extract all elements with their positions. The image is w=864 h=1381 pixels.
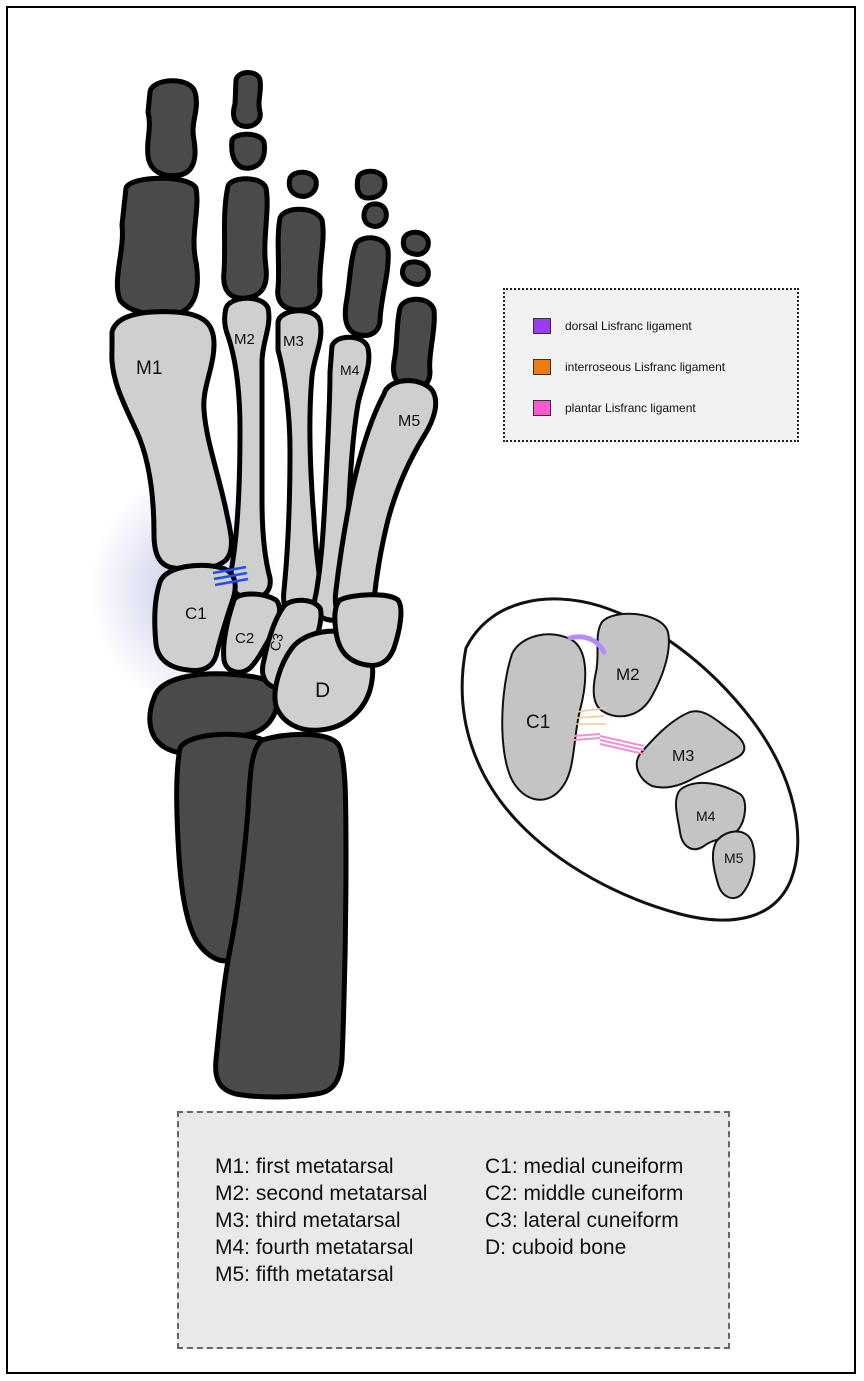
metatarsal-3 <box>278 311 322 619</box>
phalanx-2-middle <box>232 134 265 168</box>
legend-label-plantar: plantar Lisfranc ligament <box>565 401 696 415</box>
key-column-metatarsals: M1: first metatarsal M2: second metatars… <box>215 1153 427 1288</box>
abbreviation-key: M1: first metatarsal M2: second metatars… <box>177 1111 730 1349</box>
phalanx-2-proximal <box>224 179 267 299</box>
key-entry-m2: M2: second metatarsal <box>215 1180 427 1207</box>
legend-label-interosseous: interroseous Lisfranc ligament <box>565 360 725 374</box>
xs-label-m4: M4 <box>696 808 716 824</box>
label-c2: C2 <box>235 630 254 647</box>
key-entry-m4: M4: fourth metatarsal <box>215 1234 427 1261</box>
key-column-tarsals: C1: medial cuneiform C2: middle cuneifor… <box>485 1153 683 1261</box>
xs-label-m5: M5 <box>724 850 744 866</box>
phalanx-hallux-distal <box>148 81 197 176</box>
key-entry-c2: C2: middle cuneiform <box>485 1180 683 1207</box>
legend-label-dorsal: dorsal Lisfranc ligament <box>565 319 692 333</box>
metatarsal-4-5-base <box>335 595 401 666</box>
label-c1: C1 <box>185 604 207 623</box>
phalanx-4-distal <box>357 171 385 198</box>
phalanx-5-middle <box>402 262 428 284</box>
key-entry-c1: C1: medial cuneiform <box>485 1153 683 1180</box>
legend-item-interosseous: interroseous Lisfranc ligament <box>533 359 725 375</box>
phalanx-3-proximal <box>278 209 323 310</box>
key-entry-m3: M3: third metatarsal <box>215 1207 427 1234</box>
legend-swatch-interosseous <box>533 359 551 375</box>
label-m4: M4 <box>340 362 360 378</box>
xs-label-m3: M3 <box>672 748 694 765</box>
ligament-legend: dorsal Lisfranc ligament interroseous Li… <box>503 288 799 442</box>
label-m5: M5 <box>398 413 420 430</box>
cross-section-view: C1 M2 M3 M4 M5 <box>462 599 798 920</box>
key-entry-m5: M5: fifth metatarsal <box>215 1261 427 1288</box>
xs-label-c1: C1 <box>526 712 550 733</box>
legend-swatch-plantar <box>533 400 551 416</box>
key-entry-c3: C3: lateral cuneiform <box>485 1207 683 1234</box>
key-entry-d: D: cuboid bone <box>485 1234 683 1261</box>
legend-swatch-dorsal <box>533 318 551 334</box>
label-m1: M1 <box>136 358 162 379</box>
legend-item-dorsal: dorsal Lisfranc ligament <box>533 318 692 334</box>
phalanx-4-middle <box>364 204 386 226</box>
legend-item-plantar: plantar Lisfranc ligament <box>533 400 696 416</box>
xs-label-m2: M2 <box>616 665 640 684</box>
phalanx-5-distal <box>403 232 428 254</box>
phalanx-5-proximal <box>394 299 435 388</box>
label-m2: M2 <box>234 331 255 348</box>
label-m3: M3 <box>283 333 304 350</box>
phalanx-3-distal <box>289 172 316 196</box>
label-d: D <box>315 679 330 702</box>
phalanx-2-distal <box>234 73 261 127</box>
phalanx-hallux-proximal <box>117 178 197 314</box>
hindfoot-bones <box>150 674 346 1097</box>
phalanx-4-proximal <box>345 238 388 336</box>
key-entry-m1: M1: first metatarsal <box>215 1153 427 1180</box>
